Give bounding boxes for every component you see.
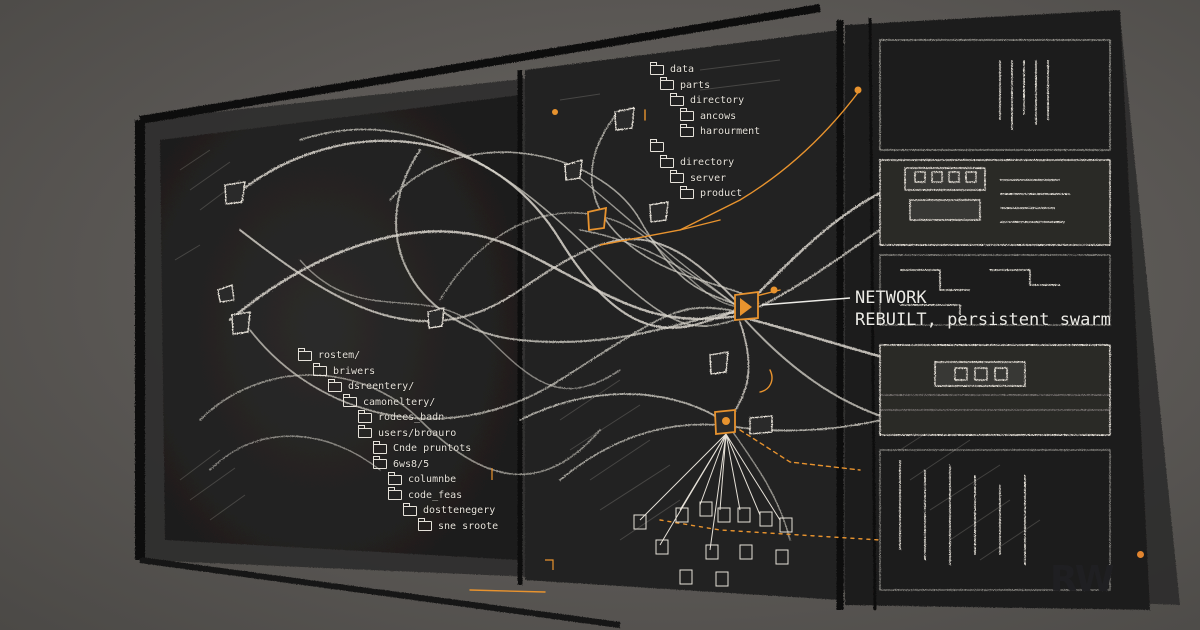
folder-icon (680, 108, 694, 122)
tree-item-label: rostem/ (318, 350, 361, 362)
tree-item-label: briwers (333, 365, 376, 377)
folder-icon (403, 502, 417, 516)
folder-icon (388, 471, 402, 485)
folder-icon (660, 154, 674, 168)
tree-item: sne sroote (298, 518, 499, 535)
tree-item: directory (650, 154, 760, 171)
tree-item-label: users/broauro (378, 427, 457, 439)
tree-item: users/broauro (298, 425, 498, 442)
tree-item: 6ws8/5 (298, 456, 498, 473)
server-rack-units (879, 39, 1111, 591)
label-line-rebuilt: REBUILT, persistent swarm (855, 310, 1111, 330)
logo-accent-dot (1137, 551, 1144, 558)
tree-item: product (650, 185, 760, 202)
file-tree-top: data parts directory ancows harourment direct… (650, 61, 761, 202)
cable-bundle (199, 109, 981, 541)
folder-icon (358, 409, 372, 423)
folder-icon (298, 347, 312, 361)
tree-item-label: parts (680, 79, 711, 91)
tree-item-label: harourment (700, 126, 761, 138)
folder-icon (670, 92, 684, 106)
tree-item: dosttenegery (298, 502, 498, 519)
network-nodes (217, 107, 773, 435)
tree-item: ancows (650, 108, 760, 125)
tree-item: parts (650, 77, 760, 94)
tree-item: briwers (298, 363, 498, 380)
folder-icon (328, 378, 342, 392)
label-line-network: NETWORK (855, 288, 927, 308)
folder-icon (670, 170, 684, 184)
file-fan (633, 433, 793, 587)
tree-item: data (650, 61, 760, 78)
tree-item: dsreentery/ (298, 378, 498, 395)
folder-icon (650, 139, 664, 153)
tree-item-label: columnbe (408, 474, 457, 486)
tree-item-label: data (670, 64, 695, 76)
tree-item-label: Cnde pruntots (393, 443, 472, 455)
tree-item-label: rodees_badn (378, 412, 445, 424)
tree-item: harourment (650, 123, 761, 140)
folder-icon (313, 363, 327, 377)
tree-item-label: ancows (700, 110, 737, 122)
folder-icon (358, 425, 372, 439)
tree-item: columnbe (298, 471, 498, 488)
folder-icon (343, 394, 357, 408)
folder-icon (660, 77, 674, 91)
tree-item: rostem/ (298, 347, 498, 364)
folder-icon (650, 61, 664, 75)
tree-item-label: product (700, 188, 743, 200)
highlighted-nodes (552, 86, 862, 435)
tree-item: camoneltery/ (298, 394, 498, 411)
tree-item: Cnde pruntots (298, 440, 498, 457)
tree-item-label: server (690, 172, 727, 184)
label-pointer-line (761, 297, 851, 306)
folder-icon (680, 123, 694, 137)
tree-bracket-marks (491, 468, 554, 570)
folder-icon (680, 185, 694, 199)
tree-item: directory (650, 92, 760, 109)
tree-item: code_feas (298, 487, 498, 504)
folder-icon (388, 487, 402, 501)
tree-item-label: dosttenegery (423, 505, 496, 517)
folder-icon (373, 440, 387, 454)
tree-item-label: sne sroote (438, 520, 499, 532)
tree-item-label: directory (680, 157, 735, 169)
folder-icon (418, 518, 432, 532)
file-tree-bottom: rostem/briwers dsreentery/camoneltery/rod… (298, 347, 499, 535)
folder-icon (373, 456, 387, 470)
tree-item-label: code_feas (408, 489, 463, 501)
tree-item-label: dsreentery/ (348, 381, 415, 393)
network-rebuilt-label: NETWORK REBUILT, persistent swarm (855, 287, 1111, 331)
tree-item (650, 139, 760, 156)
tree-item-label: 6ws8/5 (393, 458, 430, 470)
tree-item-label: directory (690, 95, 745, 107)
tree-item: rodees_badn (298, 409, 498, 426)
tree-item-label: camoneltery/ (363, 396, 436, 408)
tree-item: server (650, 170, 760, 187)
brand-logo: RW (1050, 559, 1114, 600)
